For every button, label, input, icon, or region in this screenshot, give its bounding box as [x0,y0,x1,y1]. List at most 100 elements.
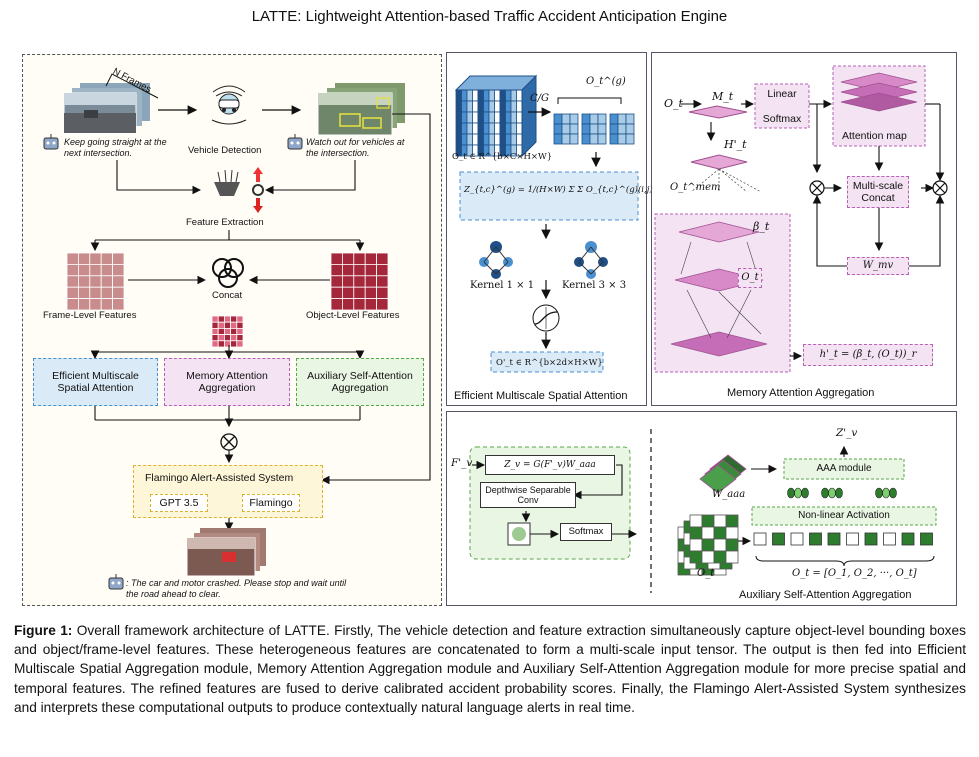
zv-out-label: Z'_v [836,427,858,439]
wmv-box: W_mv [847,257,909,275]
nonlinear-box: Non-linear Activation [798,510,890,521]
grid-cell [376,298,389,311]
left-pipeline-drawing [43,73,431,590]
cube-cell [494,100,501,113]
grid-cell [364,252,378,265]
grid-cell [236,340,244,348]
grid-cell [100,275,113,288]
waaa-layer [699,464,737,494]
grid-cell [112,298,125,311]
ot-cell [725,526,739,540]
feature-extraction-icon [214,167,264,213]
group-cell [597,113,607,125]
grid-cell [230,334,238,342]
cube-cell [499,122,506,135]
neuron [801,487,809,499]
kernel-1x1-icon [479,241,513,279]
cube-cell [455,111,462,124]
grid-cell [353,286,366,300]
grid-cell [330,263,343,277]
waaa-label: W_aaa [712,489,746,500]
concat-knot-icon [212,258,244,288]
maa-panel [651,52,957,406]
cube-cell [483,89,490,102]
kernel-1x1-label: Kernel 1 × 1 [470,280,535,291]
grid-cell [330,252,343,265]
ot-cell [701,514,715,528]
neuron [875,487,883,499]
sequence-cell [920,532,933,546]
grid-cell [100,298,113,311]
grid-cell [353,263,366,277]
grid-cell [211,340,219,348]
group-cell [569,133,579,145]
ot-cell [689,550,703,564]
ot-cell [713,550,727,564]
cube-cell [483,133,490,146]
cube-cell [499,111,506,124]
cube-cell [494,111,501,124]
cube-cell [477,111,484,124]
cube-cell [516,133,523,146]
asaa-caption: Auxiliary Self-Attention Aggregation [739,589,912,601]
concat-label: Concat [212,290,243,301]
attention-map-label: Attention map [842,130,907,142]
emsa-drawing [454,74,639,373]
grid-cell [376,252,389,265]
neuron [835,487,843,499]
asaa-module-box: Auxiliary Self-Attention Aggregation [296,358,424,406]
cube-cell [455,89,462,102]
group-cell [597,133,607,145]
grid-cell [341,263,355,277]
neuron [821,487,829,499]
grid-cell [376,263,389,277]
grid-cell [217,334,225,342]
asaa-panel [446,411,957,606]
grid-cell [236,315,244,323]
grid-cell [89,298,102,311]
grid-cell [211,315,219,323]
flamingo-box: Flamingo [242,494,300,512]
grid-cell [66,298,79,311]
cube-cell [461,133,468,146]
maa-caption: Memory Attention Aggregation [727,387,875,399]
grid-cell [78,252,91,265]
cube-cell [516,89,523,102]
feature-extraction-label: Feature Extraction [186,217,264,228]
pyramid-link [726,289,752,339]
cube-cell [494,89,501,102]
neuron [828,487,836,499]
group-cell [609,123,619,135]
maa-module-box: Memory Attention Aggregation [164,358,290,406]
cube-cell [477,100,484,113]
grid-cell [89,286,102,300]
cube-cell [477,133,484,146]
grid-cell [223,315,231,323]
grid-cell [211,321,219,329]
cube-cell [455,100,462,113]
neuron [794,487,802,499]
grid-cell [230,321,238,329]
cube-cell [505,111,512,124]
maa-ot2-box: O_t [738,268,762,288]
grid-cell [364,263,378,277]
group-cell [609,133,619,145]
pyramid-link [718,291,762,335]
group-cell [617,113,627,125]
cube-cell [472,100,479,113]
dsconv-box: Depthwise Separable Conv [480,482,576,508]
cube-cell [488,111,495,124]
cube-cell [488,122,495,135]
emsa-panel [446,52,647,406]
cube-cell [466,122,473,135]
fv-label: F'_v [451,457,473,469]
grid-cell [236,334,244,342]
aaa-module-box: AAA module [816,463,872,474]
sequence-cell [790,532,804,546]
grid-cell [217,327,225,335]
maa-ot-label: O_t [664,97,683,110]
ot-cell [713,526,727,540]
detected-frames-image [317,83,405,136]
ot-cell [713,538,727,552]
group-cell [561,113,571,125]
